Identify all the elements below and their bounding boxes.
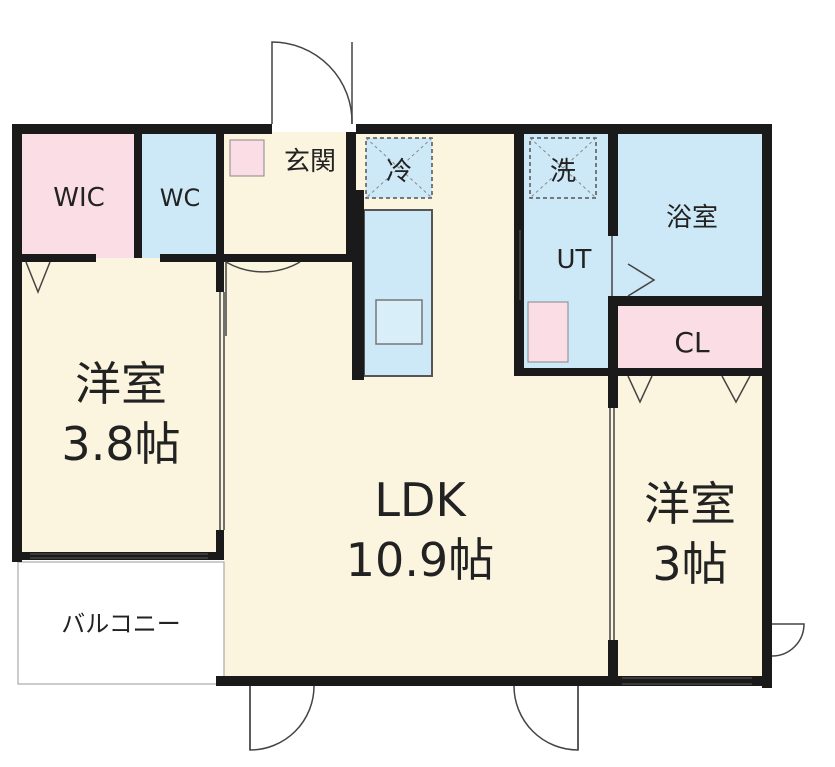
western-left-size: 3.8帖 [61, 417, 180, 471]
western-right-name: 洋室 [644, 477, 736, 531]
cl-door-right [721, 375, 751, 404]
wic-label: WIC [53, 183, 105, 213]
bath-label: 浴室 [666, 203, 718, 233]
ldk-size: 10.9帖 [346, 533, 494, 587]
shoe-box [229, 139, 265, 177]
ut-cabinet [527, 301, 569, 363]
floor-fills [17, 132, 766, 685]
wic-floor [18, 132, 140, 258]
wic-door [25, 261, 51, 295]
washer-label: 洗 [550, 157, 576, 187]
walls [12, 124, 772, 688]
ldk-bottom-door-right [513, 685, 579, 751]
doors [25, 41, 805, 751]
bath-door [627, 263, 656, 297]
balcony-label: バルコニー [61, 610, 181, 638]
kitchen-counter [363, 209, 433, 377]
ldk-name: LDK [374, 473, 467, 527]
wc-label: WC [160, 184, 201, 212]
kitchen-sink [375, 299, 423, 345]
right-exterior-door [771, 623, 805, 657]
western-left-name: 洋室 [75, 357, 167, 411]
fridge-label: 冷 [386, 157, 412, 187]
genkan-label: 玄関 [284, 147, 336, 177]
hall-door-swing [225, 260, 301, 336]
ut-label: UT [557, 245, 592, 275]
western-right-size: 3帖 [652, 537, 727, 591]
ldk-bottom-door-left [249, 685, 315, 751]
cl-door-left [627, 375, 653, 404]
cl-label: CL [674, 326, 710, 359]
western-left-floor [18, 258, 224, 558]
balcony-floor [17, 561, 225, 685]
entrance-door-swing [271, 41, 353, 125]
wc-floor [140, 132, 224, 258]
western-right-floor [614, 374, 766, 682]
cl-floor [614, 306, 766, 374]
room-labels: WIC WC 玄関 冷 洗 浴室 UT CL 洋室 3.8帖 LDK 10.9帖… [53, 147, 736, 638]
